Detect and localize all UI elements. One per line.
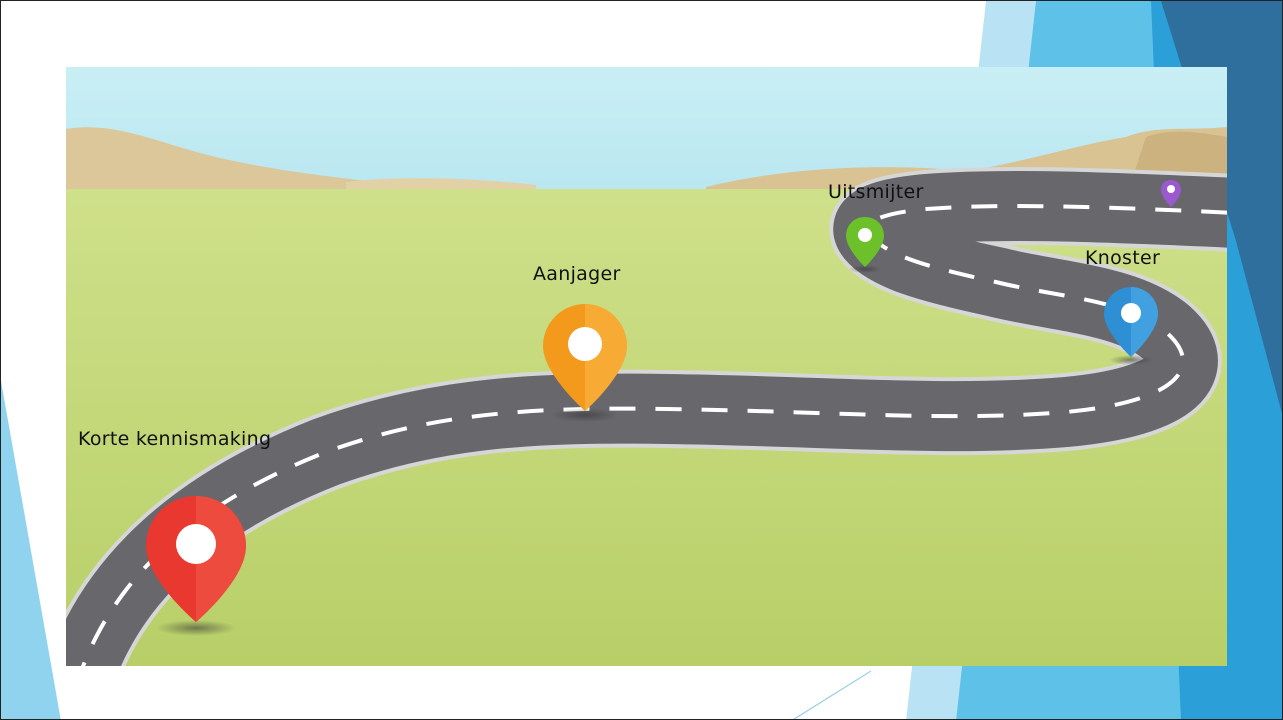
milestone-label-aanjager: Aanjager [533, 263, 621, 285]
theme-shape-left [1, 381, 61, 720]
theme-line [791, 671, 871, 720]
map-pin-icon [1160, 179, 1182, 211]
map-pin-icon [844, 215, 886, 275]
milestone-label-knoster: Knoster [1085, 247, 1160, 269]
road-map-image: Korte kennismaking Aanjager Uitsmijter K… [66, 67, 1227, 666]
milestone-label-korte-kennismaking: Korte kennismaking [78, 428, 271, 450]
milestone-label-uitsmijter: Uitsmijter [828, 181, 924, 203]
map-pin-icon [142, 492, 250, 642]
map-pin-icon [1102, 285, 1160, 367]
map-pin-icon [540, 301, 630, 426]
